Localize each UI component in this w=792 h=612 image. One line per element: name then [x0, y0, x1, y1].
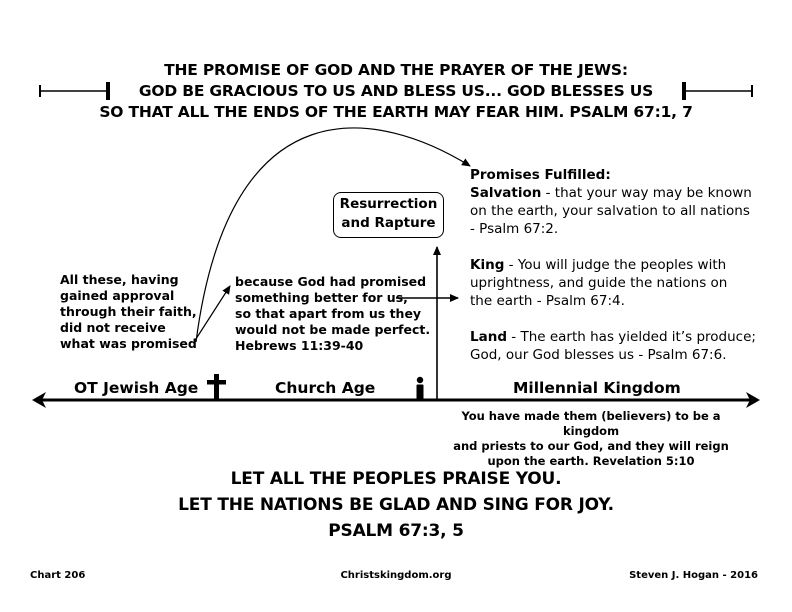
person-icon	[416, 376, 424, 400]
closing-line-1: LET ALL THE PEOPLES PRAISE YOU.	[230, 469, 562, 489]
revelation-note: You have made them (believers) to be a k…	[436, 409, 746, 469]
middle-note-line: so that apart from us they	[235, 306, 422, 321]
land-text: - The earth has yielded it’s produce;	[507, 329, 756, 345]
header-right-rule	[682, 82, 753, 100]
king-text: - You will judge the peoples with	[504, 257, 727, 273]
salvation-text: - Psalm 67:2.	[470, 221, 559, 237]
left-note: All these, having gained approval throug…	[60, 272, 197, 352]
header-line-2: GOD BE GRACIOUS TO US AND BLESS US... GO…	[138, 82, 654, 100]
revelation-note-line: You have made them (believers) to be a k…	[461, 409, 721, 438]
site-link: Christskingdom.org	[340, 570, 452, 581]
author-credit: Steven J. Hogan - 2016	[629, 570, 758, 581]
land-label: Land	[470, 329, 507, 345]
timeline-axis	[32, 392, 760, 408]
era-ot-jewish-age: OT Jewish Age	[74, 379, 199, 397]
header-line-1: THE PROMISE OF GOD AND THE PRAYER OF THE…	[164, 61, 628, 79]
header-line-3: SO THAT ALL THE ENDS OF THE EARTH MAY FE…	[99, 103, 693, 121]
king-label: King	[470, 257, 505, 273]
cross-icon	[207, 374, 226, 400]
salvation-text: - that your way may be known	[541, 185, 752, 201]
land-text: God, our God blesses us - Psalm 67:6.	[470, 347, 727, 363]
curved-arrow-to-promises	[195, 127, 471, 343]
left-note-line: through their faith,	[60, 304, 197, 319]
king-text: the earth - Psalm 67:4.	[470, 293, 625, 309]
left-note-line: All these, having	[60, 272, 179, 287]
promises-section: Promises Fulfilled: Salvation - that you…	[470, 166, 770, 364]
middle-note-line: Hebrews 11:39-40	[235, 338, 364, 353]
middle-note-line: would not be made perfect.	[235, 322, 431, 337]
left-note-line: did not receive	[60, 320, 166, 335]
header-left-rule	[39, 82, 110, 100]
event-box-line: and Rapture	[341, 215, 436, 231]
era-church-age: Church Age	[275, 379, 376, 397]
middle-note-line: because God had promised	[235, 274, 427, 289]
revelation-note-line: and priests to our God, and they will re…	[453, 439, 729, 453]
left-note-line: what was promised	[60, 336, 197, 351]
closing-line-2: LET THE NATIONS BE GLAD AND SING FOR JOY…	[178, 495, 614, 515]
middle-note-line: something better for us,	[235, 290, 408, 305]
era-millennial-kingdom: Millennial Kingdom	[513, 379, 681, 397]
revelation-note-line: upon the earth. Revelation 5:10	[487, 454, 695, 468]
left-note-line: gained approval	[60, 288, 175, 303]
salvation-text: on the earth, your salvation to all nati…	[470, 203, 750, 219]
middle-note: because God had promised something bette…	[235, 274, 430, 354]
chart-number: Chart 206	[30, 570, 86, 581]
salvation-label: Salvation	[470, 185, 542, 201]
king-text: uprightness, and guide the nations on	[470, 275, 728, 291]
closing-line-3: PSALM 67:3, 5	[328, 521, 464, 541]
resurrection-rapture-box: Resurrection and Rapture	[333, 192, 444, 238]
event-box-line: Resurrection	[339, 196, 438, 212]
promises-heading: Promises Fulfilled:	[470, 167, 611, 183]
arrow-to-middle-note	[193, 285, 231, 343]
